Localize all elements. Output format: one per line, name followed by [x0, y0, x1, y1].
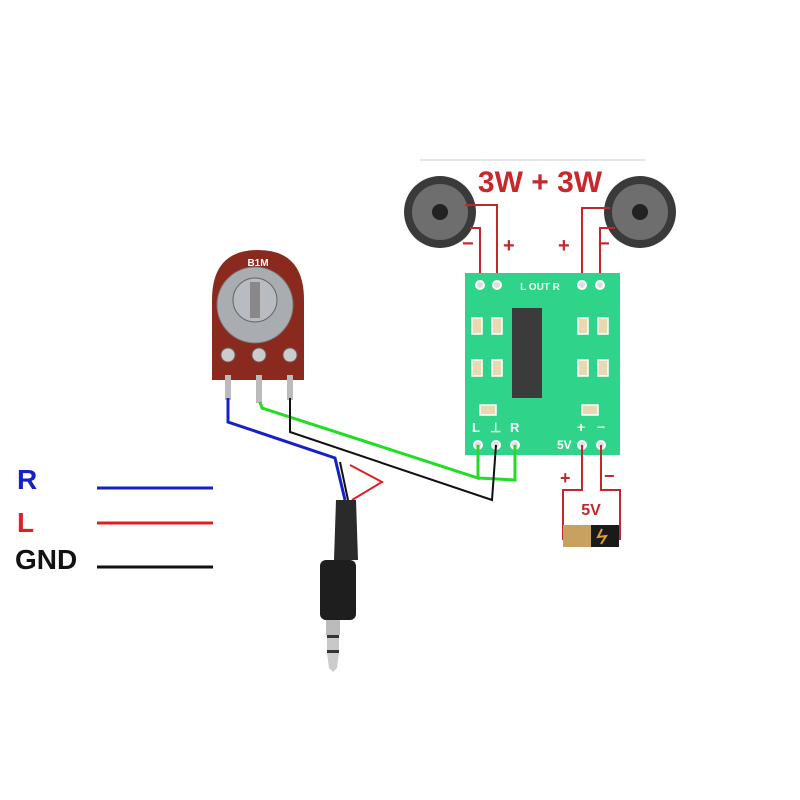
- battery-plus: +: [560, 468, 571, 488]
- legend-label-r: R: [17, 464, 37, 495]
- wire-black: [289, 398, 497, 502]
- wire-green-r: [477, 445, 517, 482]
- board-vcc-minus: −: [597, 419, 605, 435]
- battery-wires: [562, 445, 621, 540]
- battery-minus: −: [604, 466, 615, 486]
- speaker-right-minus: −: [598, 233, 610, 255]
- potentiometer-icon: [212, 250, 304, 403]
- board-vcc-label: 5V: [557, 438, 572, 452]
- power-title: 3W + 3W: [478, 166, 603, 199]
- board-in-r: R: [510, 420, 520, 435]
- battery-icon: [563, 525, 619, 547]
- speaker-right-plus: +: [558, 235, 570, 257]
- speaker-wires: [465, 204, 615, 285]
- amplifier-chip: [512, 308, 542, 398]
- board-in-l: L: [472, 420, 480, 435]
- audio-jack-icon: [320, 500, 358, 672]
- speaker-right-icon: [604, 176, 676, 248]
- wire-blue: [226, 398, 347, 501]
- speaker-left-minus: −: [462, 233, 474, 255]
- speaker-left-icon: [404, 176, 476, 248]
- wire-red: [349, 464, 385, 501]
- legend-label-l: L: [17, 507, 34, 538]
- wire-green: [258, 401, 480, 481]
- legend-label-gnd: GND: [15, 544, 77, 575]
- board-in-gnd: ⊥: [490, 420, 501, 435]
- wire-jack-gnd: [339, 461, 349, 501]
- potentiometer-label: B1M: [247, 258, 268, 269]
- legend: R L GND: [15, 464, 213, 575]
- board-vcc-plus: +: [577, 419, 585, 435]
- board-out-label: L OUT R: [520, 282, 561, 293]
- battery-label: 5V: [581, 502, 601, 519]
- amplifier-board: L OUT R L ⊥ R 5V + −: [465, 273, 620, 455]
- speaker-left-plus: +: [503, 235, 515, 257]
